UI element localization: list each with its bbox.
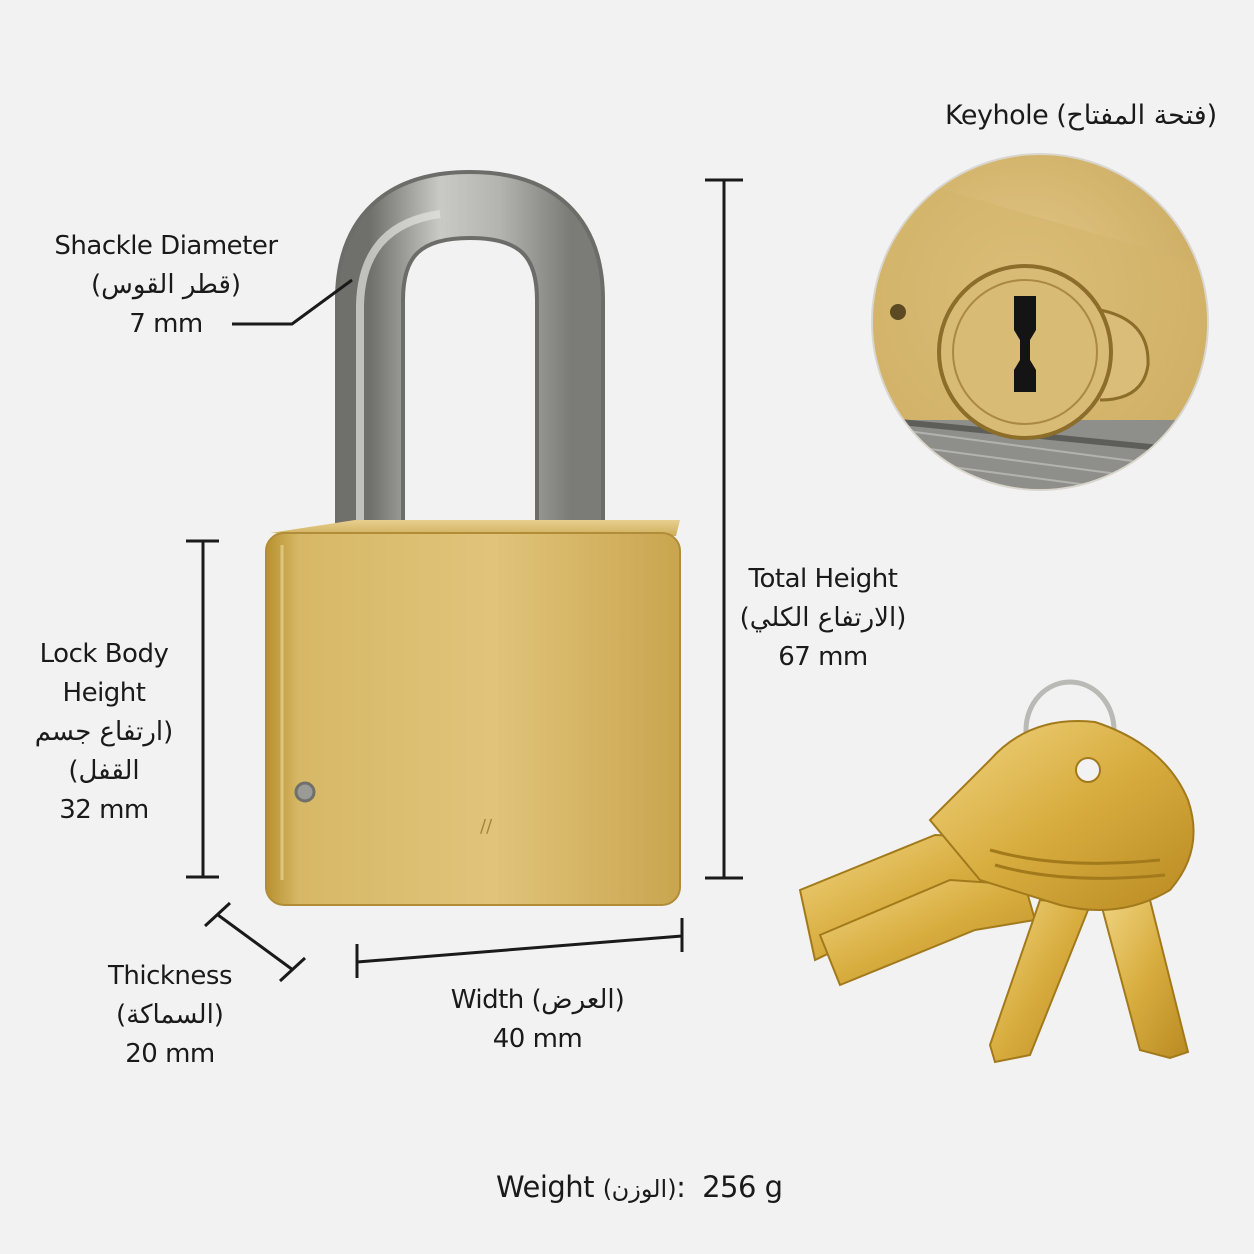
lock-body-height-label: Lock Body Height (ارتفاع جسم القفل) 32 m… <box>14 635 194 830</box>
shackle-title: Shackle Diameter <box>54 231 278 261</box>
weight-label: Weight (الوزن): 256 g <box>496 1170 783 1204</box>
body-height-arabic-1: (ارتفاع جسم <box>34 717 174 747</box>
body-height-value: 32 mm <box>59 795 149 825</box>
width-label: Width (العرض) 40 mm <box>430 981 645 1059</box>
thickness-title: Thickness <box>107 961 233 991</box>
body-height-line2: Height <box>62 678 146 708</box>
keyhole-arabic: (فتحة المفتاح) <box>1056 100 1217 131</box>
shackle-value: 7 mm <box>129 309 203 339</box>
width-value: 40 mm <box>492 1024 583 1054</box>
shackle <box>335 169 605 530</box>
thickness-value: 20 mm <box>125 1039 215 1069</box>
svg-text://: // <box>480 816 493 837</box>
total-height-title: Total Height <box>748 564 898 594</box>
weight-arabic: (الوزن) <box>602 1175 677 1203</box>
pin-hole-icon <box>890 304 906 320</box>
keyhole-title: Keyhole <box>945 100 1049 131</box>
pin-hole-icon <box>294 781 316 803</box>
total-height-value: 67 mm <box>778 642 868 672</box>
weight-value: 256 g <box>702 1170 783 1204</box>
body-height-line1: Lock Body <box>39 639 169 669</box>
dimension-lines <box>186 178 743 983</box>
thickness-label: Thickness (السماكة) 20 mm <box>85 957 255 1074</box>
keyhole-icon <box>1014 296 1036 392</box>
keyhole-zoom <box>871 153 1209 491</box>
weight-title: Weight <box>496 1170 595 1204</box>
shackle-arabic: (قطر القوس) <box>90 270 242 300</box>
body-height-arabic-2: القفل) <box>68 756 140 786</box>
keys-bunch <box>798 679 1195 1064</box>
keyhole-label: Keyhole (فتحة المفتاح) <box>945 100 1217 131</box>
total-height-arabic: (الارتفاع الكلي) <box>739 603 907 633</box>
weight-separator: : <box>676 1170 686 1204</box>
total-height-label: Total Height (الارتفاع الكلي) 67 mm <box>728 560 918 677</box>
shackle-diameter-label: Shackle Diameter (قطر القوس) 7 mm <box>52 227 280 344</box>
lock-body: // <box>265 520 681 906</box>
key-icon <box>1098 899 1190 1060</box>
width-title: Width (العرض) <box>450 985 625 1015</box>
thickness-arabic: (السماكة) <box>116 1000 224 1030</box>
